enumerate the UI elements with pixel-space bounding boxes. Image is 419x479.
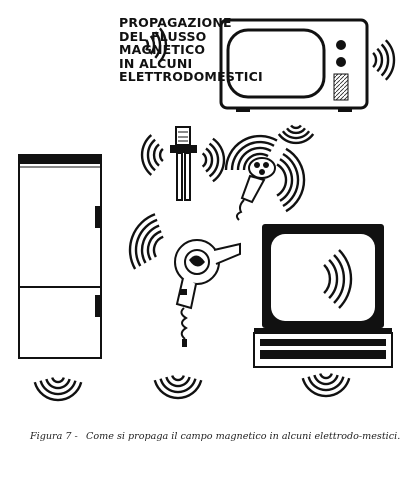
- field-wave-arc: [205, 147, 214, 173]
- field-wave-arc: [319, 373, 333, 380]
- title-line-5: ELETTRODOMESTICI: [119, 69, 263, 85]
- field-wave-arc: [140, 134, 153, 176]
- field-wave-arc: [281, 130, 311, 140]
- tv-icon: [219, 18, 369, 112]
- field-wave-arc: [146, 138, 156, 172]
- field-wave-arc: [33, 381, 83, 402]
- field-wave-arc: [159, 378, 197, 394]
- lamp-icon: [170, 126, 197, 201]
- monitor-icon: [253, 224, 393, 368]
- field-wave-arc: [242, 152, 269, 171]
- field-wave-arc: [286, 127, 306, 135]
- field-wave-arc: [154, 31, 162, 59]
- field-wave-arc: [276, 163, 288, 197]
- field-wave-arc: [384, 39, 396, 81]
- field-wave-arc: [153, 379, 203, 400]
- field-wave-arc: [134, 218, 158, 267]
- field-wave-arc: [152, 235, 164, 258]
- field-wave-arc: [171, 375, 185, 382]
- field-wave-arc: [230, 140, 275, 171]
- field-wave-arc: [313, 374, 339, 386]
- field-wave-arc: [380, 43, 390, 77]
- caption-label: Figura 7 -: [30, 431, 78, 442]
- field-wave-arc: [236, 146, 272, 171]
- field-wave-arc: [140, 224, 160, 264]
- title-line-1: PROPAGAZIONE: [119, 15, 232, 30]
- hairdryer-icon: [174, 239, 241, 347]
- magnetic-field-waves: [33, 27, 396, 402]
- diagram-title: PROPAGAZIONE DEL FLUSSO MAGNETICO IN ALC…: [119, 16, 269, 84]
- field-wave-arc: [290, 124, 302, 130]
- field-wave-arc: [158, 27, 168, 63]
- field-wave-arc: [152, 143, 160, 167]
- title-line-2: DEL FLUSSO: [119, 28, 207, 44]
- field-wave-arc: [45, 378, 71, 390]
- field-wave-arc: [212, 137, 226, 183]
- shaver-icon: [235, 157, 276, 221]
- field-wave-arc: [328, 259, 339, 299]
- field-wave-arc: [149, 35, 156, 55]
- caption-text: Come si propaga il campo magnetico in al…: [86, 431, 401, 442]
- field-wave-arc: [282, 152, 300, 208]
- title-line-4: IN ALCUNI: [119, 55, 193, 71]
- field-wave-arc: [145, 39, 150, 51]
- field-wave-arc: [39, 380, 77, 396]
- field-wave-arc: [146, 230, 162, 261]
- field-wave-arc: [158, 147, 164, 163]
- field-wave-arc: [376, 47, 384, 73]
- field-wave-arc: [333, 254, 346, 304]
- field-wave-arc: [338, 249, 353, 309]
- field-wave-arc: [201, 152, 208, 168]
- fridge-icon: [18, 154, 102, 359]
- field-wave-arc: [285, 147, 306, 213]
- field-wave-arc: [372, 52, 378, 68]
- field-wave-arc: [165, 376, 191, 388]
- field-wave-arc: [307, 376, 345, 392]
- field-wave-arc: [128, 213, 156, 270]
- field-wave-arc: [208, 142, 220, 178]
- field-wave-arc: [323, 264, 332, 294]
- field-wave-arc: [279, 158, 294, 202]
- field-wave-arc: [277, 133, 315, 145]
- field-wave-arc: [51, 377, 65, 384]
- title-line-3: MAGNETICO: [119, 42, 206, 58]
- field-wave-arc: [301, 377, 351, 398]
- field-wave-arc: [224, 134, 278, 171]
